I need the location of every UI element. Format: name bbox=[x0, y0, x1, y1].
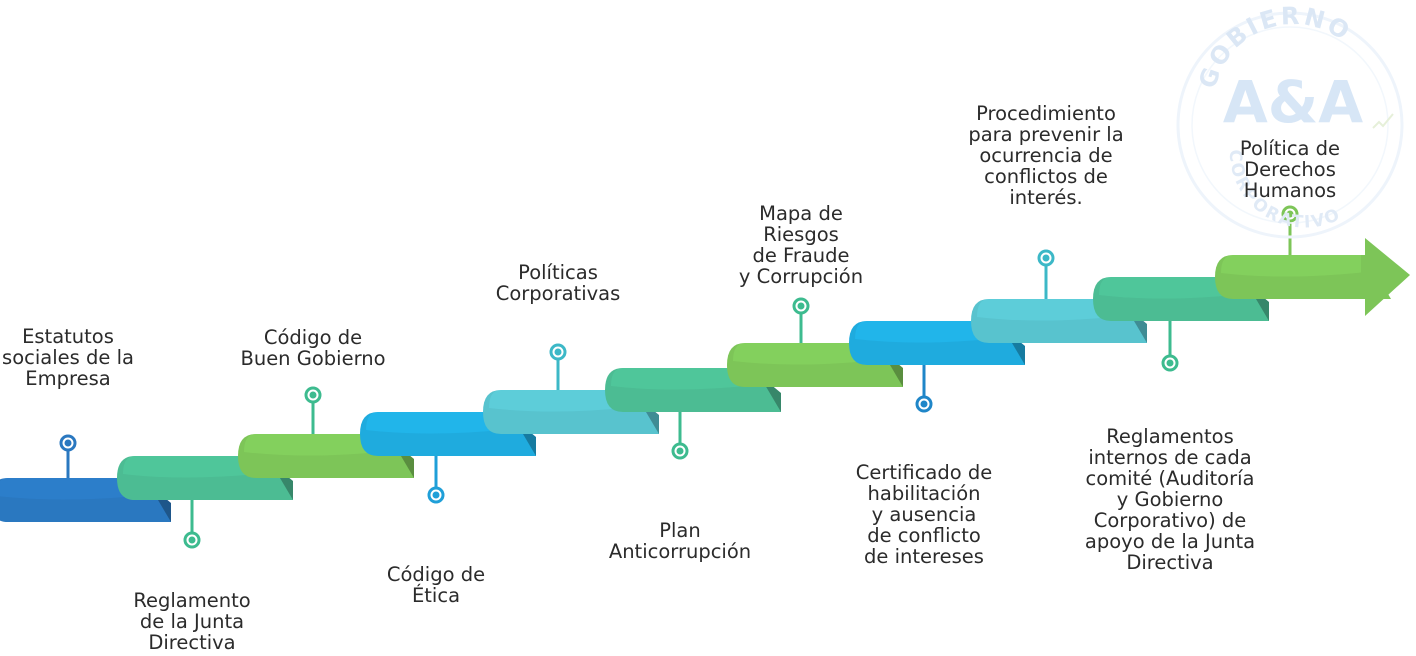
pin-dot-center bbox=[1042, 254, 1050, 262]
step-highlight bbox=[1099, 277, 1253, 299]
pin-plan-anticorrupcion bbox=[671, 412, 689, 460]
pin-certificado bbox=[915, 365, 933, 413]
pin-dot-center bbox=[920, 400, 928, 408]
pin-dot-center bbox=[188, 536, 196, 544]
step-highlight bbox=[733, 343, 887, 365]
pin-reglamento-junta bbox=[183, 500, 201, 549]
label-estatutos: Estatutos sociales de la Empresa bbox=[2, 325, 134, 390]
label-procedimiento: Procedimiento para prevenir la ocurrenci… bbox=[968, 102, 1124, 209]
pins-layer bbox=[59, 205, 1299, 549]
pin-dot-center bbox=[797, 302, 805, 310]
label-mapa-riesgos: Mapa de Riesgos de Fraude y Corrupción bbox=[738, 202, 864, 288]
stamp-center-text: A&A bbox=[1223, 68, 1363, 136]
label-codigo-buen-gobierno: Código de Buen Gobierno bbox=[240, 326, 386, 370]
pin-dot-center bbox=[554, 348, 562, 356]
arrow-join bbox=[1361, 255, 1371, 299]
step-codigo-buen-gobierno bbox=[238, 434, 414, 478]
pin-dot-center bbox=[1166, 359, 1174, 367]
pin-mapa-riesgos bbox=[792, 297, 810, 343]
pin-estatutos bbox=[59, 434, 77, 478]
step-highlight bbox=[855, 321, 1009, 343]
pin-dot-center bbox=[64, 439, 72, 447]
arrow-head bbox=[1365, 238, 1410, 316]
pin-reglamentos-comites bbox=[1161, 321, 1179, 372]
step-highlight bbox=[1221, 255, 1375, 277]
pin-codigo-buen-gobierno bbox=[304, 386, 322, 434]
step-highlight bbox=[244, 434, 398, 456]
label-reglamento-junta: Reglamento de la Junta Directiva bbox=[133, 589, 251, 654]
label-codigo-etica: Código de Ética bbox=[386, 563, 486, 607]
pin-politica-ddhh bbox=[1281, 205, 1299, 255]
label-plan-anticorrupcion: Plan Anticorrupción bbox=[608, 519, 752, 563]
label-politica-ddhh: Política de Derechos Humanos bbox=[1239, 137, 1341, 202]
step-highlight bbox=[489, 390, 643, 412]
label-reglamentos-comites: Reglamentos internos de cada comité (Aud… bbox=[1084, 425, 1256, 574]
label-politicas-corporativas: Políticas Corporativas bbox=[495, 261, 621, 305]
step-politica-ddhh bbox=[1215, 238, 1410, 316]
step-highlight bbox=[611, 368, 765, 390]
pin-dot-center bbox=[432, 491, 440, 499]
step-reglamentos-comites bbox=[1093, 277, 1269, 321]
step-highlight bbox=[977, 299, 1131, 321]
pin-dot-center bbox=[1286, 210, 1294, 218]
label-certificado: Certificado de habilitación y ausencia d… bbox=[855, 461, 993, 568]
pin-dot-center bbox=[309, 391, 317, 399]
pin-procedimiento bbox=[1037, 249, 1055, 299]
gobierno-stamp-watermark: GOBIERNO A&A CORPORATIVO bbox=[1176, 2, 1404, 239]
step-body bbox=[1215, 255, 1391, 299]
pin-politicas-corporativas bbox=[549, 343, 567, 390]
pin-dot-center bbox=[676, 447, 684, 455]
step-highlight bbox=[0, 478, 155, 500]
step-highlight bbox=[366, 412, 520, 434]
steps-layer bbox=[0, 238, 1410, 522]
pin-codigo-etica bbox=[427, 456, 445, 504]
